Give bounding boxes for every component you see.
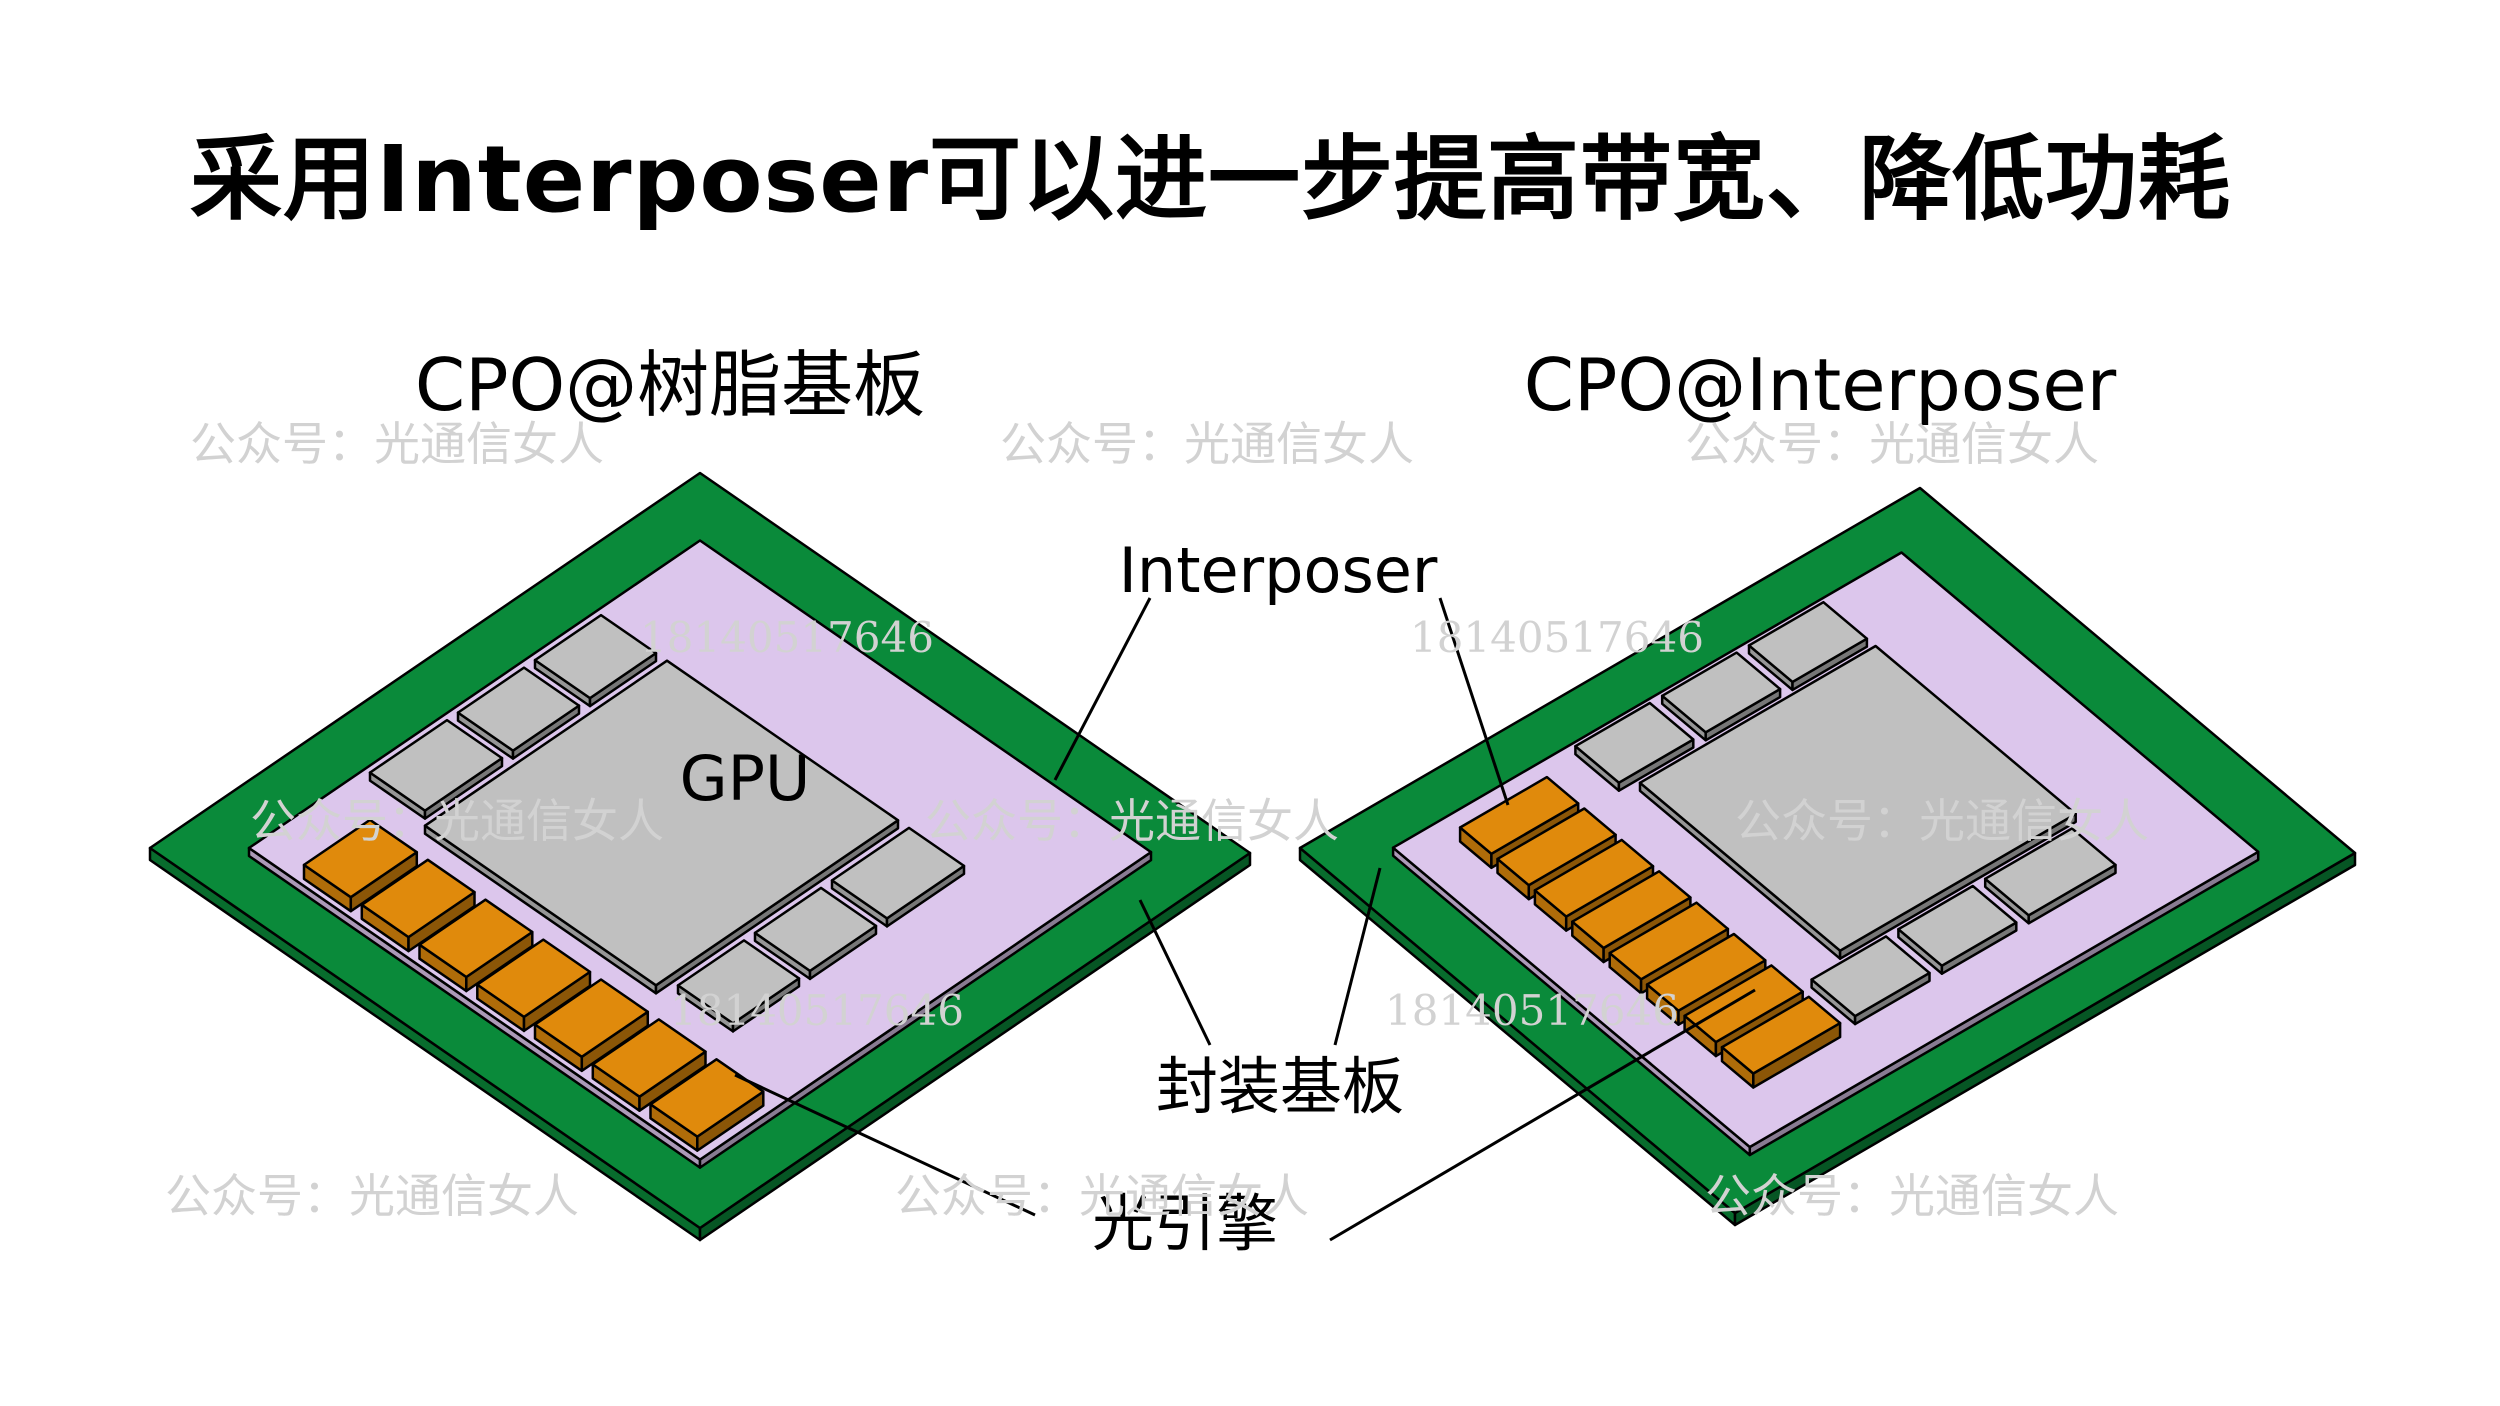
page-title: 采用Interposer可以进一步提高带宽、降低功耗 <box>190 126 2232 233</box>
watermark-account: 公众号：光通信女人 <box>1705 1169 2119 1223</box>
cpo-interposer-package <box>1298 486 2357 1227</box>
hbm-chip-top <box>1660 651 1782 734</box>
heading-cpo-resin-substrate: CPO@树脂基板 <box>415 343 925 427</box>
leader-substrate-left <box>1138 899 1212 1046</box>
watermark-account: 公众号：光通信女人 <box>250 794 664 848</box>
optical-engine <box>476 938 592 1033</box>
optical-engine-top <box>1683 964 1804 1044</box>
optical-engine-top <box>1496 807 1617 887</box>
gpu-label: GPU <box>680 742 811 815</box>
optical-engine <box>1720 995 1842 1089</box>
watermark-phone: 18140517646 <box>1385 986 1679 1035</box>
callout-interposer: Interposer <box>1119 534 1438 607</box>
optical-engine-top <box>1533 838 1655 918</box>
optical-engine <box>360 858 476 953</box>
watermark-account: 公众号：光通信女人 <box>1685 417 2099 471</box>
hbm-chip <box>1983 827 2117 925</box>
optical-engine-top <box>533 978 650 1059</box>
hbm-chip <box>753 886 878 981</box>
hbm-chip-top <box>753 886 878 973</box>
hbm-chip <box>1747 600 1869 692</box>
hbm-chip <box>1897 884 2018 975</box>
watermark-account: 公众号：光通信女人 <box>1735 794 2149 848</box>
hbm-chip-top <box>676 939 801 1025</box>
hbm-chip <box>533 613 658 708</box>
callout-lines <box>734 597 1756 1242</box>
hbm-chip-top <box>1574 701 1695 784</box>
hbm-chip <box>1660 651 1782 742</box>
optical-engine-top <box>1458 775 1580 856</box>
leader-optical-engine-right <box>1329 988 1756 1242</box>
hbm-chip <box>1574 701 1695 792</box>
watermark-account: 公众号：光通信女人 <box>165 1169 579 1223</box>
optical-engine-top <box>302 818 419 899</box>
hbm-chip <box>830 826 966 928</box>
watermark-account: 公众号：光通信女人 <box>925 794 1339 848</box>
optical-engine-top <box>476 938 592 1019</box>
leader-substrate-right <box>1333 867 1382 1046</box>
hbm-chip-top <box>1983 827 2117 917</box>
hbm-chip-top <box>1747 600 1869 684</box>
optical-engine-top <box>1645 932 1767 1012</box>
hbm-chip <box>456 666 581 760</box>
hbm-chip-top <box>533 613 658 700</box>
hbm-chip <box>1810 935 1931 1026</box>
hbm-chip-top <box>1897 884 2018 967</box>
hbm-chip <box>368 718 504 820</box>
hbm-chip <box>676 939 801 1033</box>
watermark-account: 公众号：光通信女人 <box>895 1169 1309 1223</box>
hbm-chip-top <box>830 826 966 920</box>
leader-optical-engine-left <box>734 1073 1036 1217</box>
optical-engine <box>418 898 534 993</box>
watermarks: 公众号：光通信女人 公众号：光通信女人 公众号：光通信女人 1814051764… <box>165 417 2149 1223</box>
leader-interposer-right <box>1438 597 1510 806</box>
watermark-phone: 18140517646 <box>670 986 964 1035</box>
optical-engine-top <box>1608 901 1730 981</box>
watermark-phone: 18140517646 <box>640 613 934 662</box>
gpu-chip-top <box>1638 644 2077 952</box>
leader-interposer-left <box>1053 597 1152 781</box>
optical-engine-top <box>360 858 476 939</box>
optical-engine-top <box>1571 870 1692 950</box>
optical-engine-top <box>1720 995 1842 1075</box>
heading-cpo-interposer: CPO@Interposer <box>1524 343 2117 427</box>
optical-engine <box>591 1018 707 1112</box>
hbm-chip-top <box>368 718 504 812</box>
callout-optical-engine: 光引擎 <box>1092 1187 1278 1260</box>
optical-engine-top <box>418 898 534 979</box>
watermark-phone: 18140517646 <box>1410 613 1704 662</box>
cpo-resin-substrate-package <box>148 471 1252 1242</box>
gpu-chip-top <box>423 659 900 987</box>
watermark-account: 公众号：光通信女人 <box>1000 417 1414 471</box>
gpu-chip <box>1638 644 2077 960</box>
hbm-chip-top <box>456 666 581 752</box>
optical-engine-top <box>591 1018 707 1098</box>
gpu-chip <box>423 659 900 995</box>
callout-package-substrate: 封装基板 <box>1156 1050 1404 1123</box>
hbm-chip-top <box>1810 935 1931 1018</box>
watermark-account: 公众号：光通信女人 <box>190 417 604 471</box>
